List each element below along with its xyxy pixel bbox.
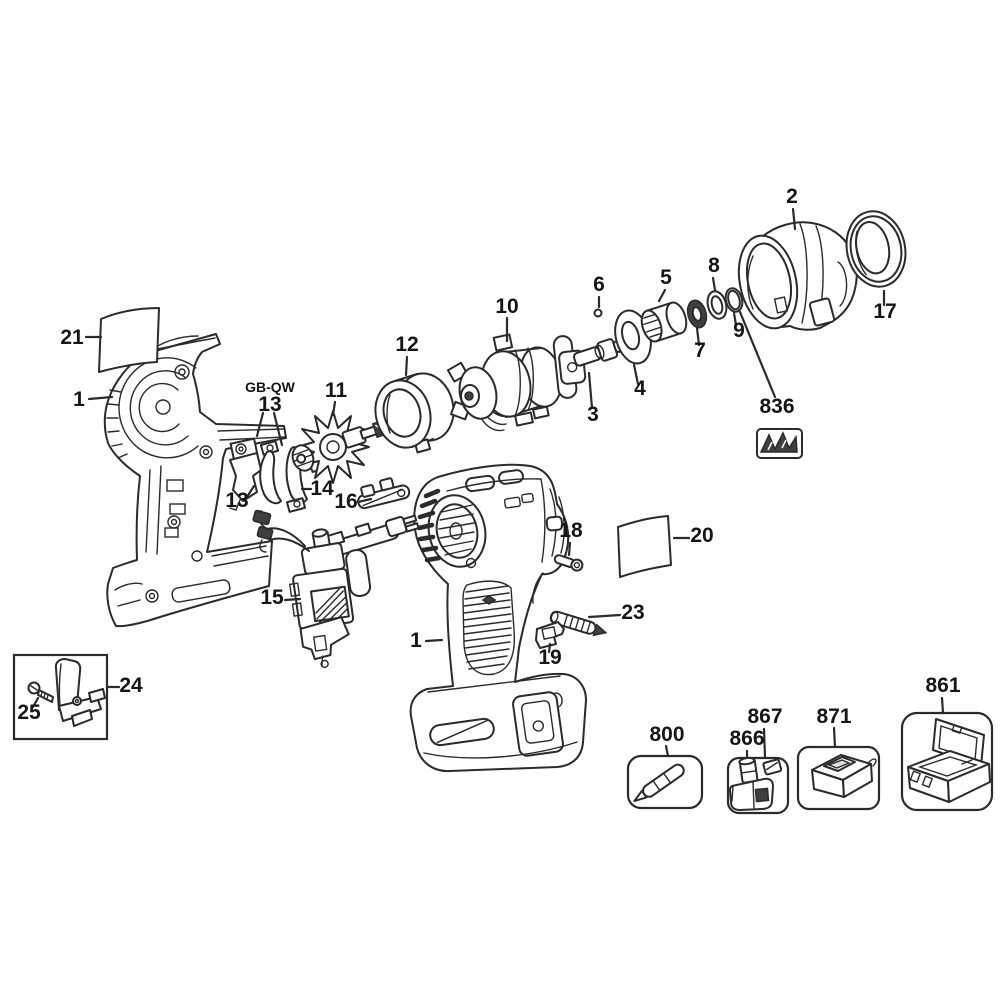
- part-label-871: 871: [816, 705, 851, 728]
- part-label-2: 2: [786, 185, 798, 208]
- case-kit-861-drawing: [900, 711, 994, 812]
- part-label-5: 5: [660, 266, 672, 289]
- clip-19-drawing: [535, 621, 565, 649]
- part-label-14: 14: [310, 477, 334, 500]
- ring-12-drawing: [374, 372, 455, 454]
- part-label-867: 867: [747, 705, 782, 728]
- part-label-24: 24: [119, 674, 143, 697]
- part-label-1-left: 1: [73, 388, 85, 411]
- part-label-17: 17: [873, 300, 896, 323]
- warning-label-20-drawing: [617, 515, 672, 578]
- screw-25-drawing: [27, 681, 54, 703]
- brush-assembly-13-14-drawing: [229, 437, 308, 513]
- nose-ring-17-drawing: [845, 210, 907, 288]
- leader-lines: [31, 207, 945, 760]
- part-label-7: 7: [694, 339, 706, 362]
- charger-kit-871-drawing: [796, 745, 881, 811]
- part-label-18: 18: [559, 519, 583, 542]
- terminal-867-drawing: [762, 758, 783, 776]
- pin-18-drawing: [553, 554, 584, 572]
- washer-8-drawing: [706, 290, 728, 320]
- switch-assembly-15-drawing: [252, 509, 420, 669]
- part-label-13-lower: 13: [225, 489, 248, 512]
- warning-label-21-drawing: [98, 307, 160, 373]
- part-label-16: 16: [334, 490, 357, 513]
- part-label-866: 866: [729, 727, 764, 750]
- battery-kit-866-drawing: [726, 756, 790, 815]
- part-label-23: 23: [621, 601, 644, 624]
- part-label-20: 20: [690, 524, 713, 547]
- part-label-15: 15: [260, 586, 284, 609]
- belt-hook-kit-24-drawing: [12, 653, 109, 741]
- part-label-1-right: 1: [410, 629, 422, 652]
- part-label-12: 12: [395, 333, 418, 356]
- pin-23-drawing: [549, 610, 608, 637]
- hammer-assembly-10-drawing: [446, 333, 563, 432]
- part-label-10: 10: [495, 295, 518, 318]
- part-label-3: 3: [587, 403, 599, 426]
- part-label-13-upper: 13: [258, 393, 281, 416]
- label-836-drawing: [756, 428, 803, 459]
- part-label-9: 9: [733, 319, 745, 342]
- right-housing-drawing: [409, 463, 587, 773]
- part-label-800: 800: [649, 723, 684, 746]
- part-label-25: 25: [17, 701, 41, 724]
- bushing-5-drawing: [640, 301, 688, 343]
- part-label-gb-qw: GB-QW: [245, 379, 296, 395]
- bit-kit-800-drawing: [626, 754, 704, 810]
- left-housing-drawing: [103, 333, 287, 628]
- part-label-4: 4: [634, 377, 646, 400]
- part-label-836: 836: [759, 395, 794, 418]
- bracket-16-drawing: [357, 477, 411, 510]
- part-label-11: 11: [325, 379, 348, 402]
- gear-case-2-drawing: [737, 221, 858, 331]
- part-label-19: 19: [538, 646, 561, 669]
- part-label-861: 861: [925, 674, 960, 697]
- part-label-8: 8: [708, 254, 720, 277]
- part-label-21: 21: [60, 326, 84, 349]
- ball-6-drawing: [593, 308, 603, 318]
- retaining-ring-9-drawing: [724, 287, 744, 313]
- part-label-6: 6: [593, 273, 605, 296]
- oring-7-drawing: [686, 299, 708, 329]
